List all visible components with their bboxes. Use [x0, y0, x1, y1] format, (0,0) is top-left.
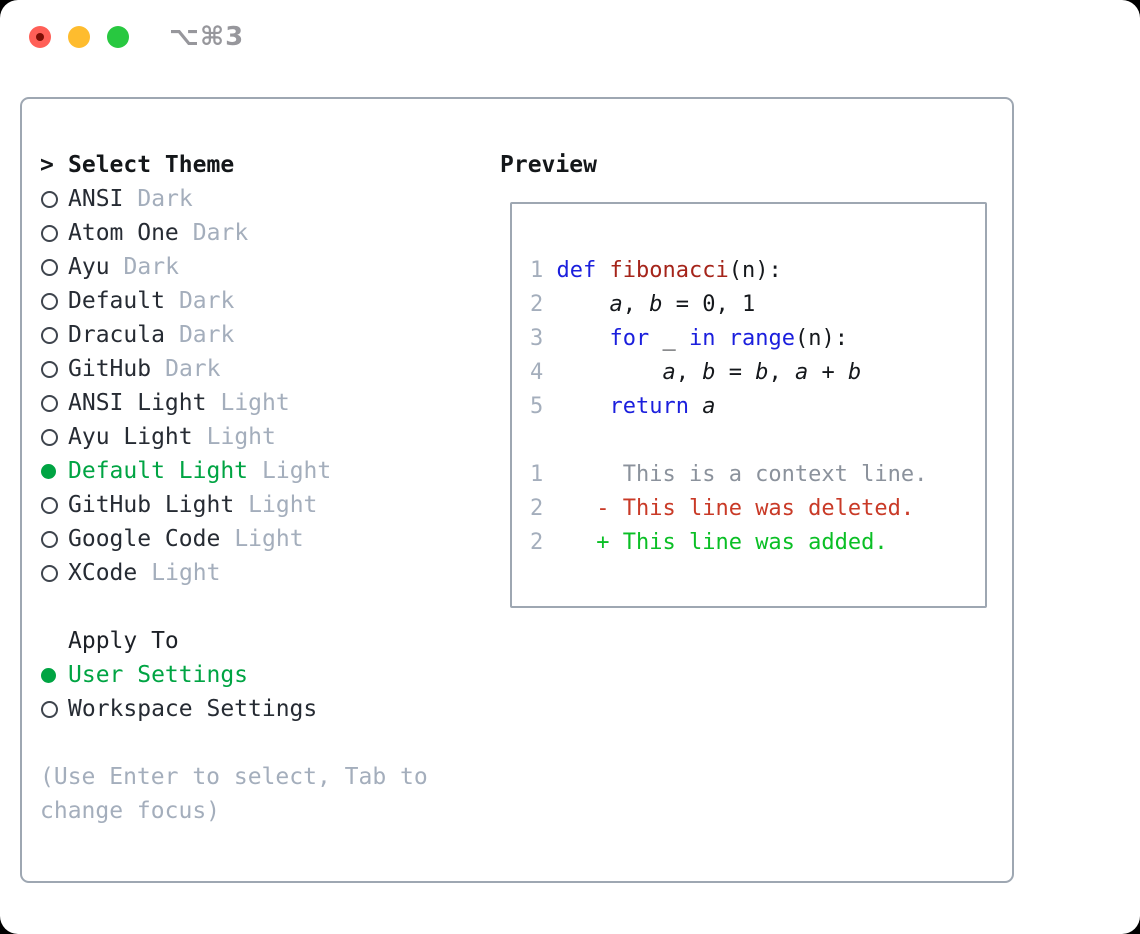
- radio-icon: [41, 326, 58, 344]
- variant-tag: Light: [206, 424, 276, 450]
- radio-icon: [41, 530, 58, 548]
- radio-icon: [41, 700, 58, 718]
- apply-to-option[interactable]: User Settings: [40, 658, 480, 692]
- theme-item[interactable]: Ayu Dark: [40, 250, 480, 284]
- line-number: 2: [530, 496, 557, 521]
- item-label: ANSI: [68, 186, 124, 212]
- diff-line: 1 This is a context line.: [530, 462, 928, 487]
- item-label: Default: [68, 288, 165, 314]
- line-number: 1: [530, 462, 557, 487]
- diff-line: 2 + This line was added.: [530, 530, 888, 555]
- variant-tag: Light: [220, 390, 290, 416]
- theme-item[interactable]: GitHub Dark: [40, 352, 480, 386]
- item-label: GitHub Light: [68, 492, 235, 518]
- radio-icon: [41, 496, 58, 514]
- radio-icon: [41, 190, 58, 208]
- item-label: Workspace Settings: [68, 696, 318, 722]
- theme-item[interactable]: XCode Light: [40, 556, 480, 590]
- line-number: 2: [530, 292, 557, 317]
- spacer: [40, 726, 480, 760]
- variant-tag: Dark: [165, 356, 221, 382]
- theme-item[interactable]: ANSI Light Light: [40, 386, 480, 420]
- item-label: Default Light: [68, 458, 249, 484]
- item-label: Dracula: [68, 322, 165, 348]
- apply-to-option[interactable]: Workspace Settings: [40, 692, 480, 726]
- radio-icon: [41, 394, 58, 412]
- maximize-button[interactable]: [107, 26, 129, 48]
- theme-item[interactable]: Google Code Light: [40, 522, 480, 556]
- radio-icon: [41, 564, 58, 582]
- theme-item[interactable]: Atom One Dark: [40, 216, 480, 250]
- variant-tag: Dark: [123, 254, 179, 280]
- item-label: Ayu: [68, 254, 110, 280]
- close-button[interactable]: [29, 26, 51, 48]
- line-number: 2: [530, 530, 557, 555]
- window-title: ⌥⌘3: [169, 22, 245, 52]
- apply-to-title: Apply To: [68, 628, 179, 654]
- diff-line: 2 - This line was deleted.: [530, 496, 915, 521]
- radio-icon: [41, 428, 58, 446]
- variant-tag: Light: [262, 458, 332, 484]
- item-label: XCode: [68, 560, 138, 586]
- variant-tag: Dark: [178, 288, 235, 314]
- item-label: Atom One: [68, 220, 179, 246]
- theme-item[interactable]: Dracula Dark: [40, 318, 480, 352]
- code-preview: 1 def fibonacci(n): 2 a, b = 0, 1 3 for _ …: [530, 254, 985, 424]
- hint-text: (Use Enter to select, Tab to change focu…: [40, 764, 428, 824]
- variant-tag: Light: [248, 492, 318, 518]
- variant-tag: Dark: [178, 322, 235, 348]
- theme-item[interactable]: GitHub Light Light: [40, 488, 480, 522]
- item-label: GitHub: [68, 356, 152, 382]
- item-label: Google Code: [68, 526, 221, 552]
- code-line: 3 for _ in range(n):: [530, 326, 848, 351]
- spacer: [40, 590, 480, 624]
- preview-title: Preview: [500, 152, 597, 178]
- variant-tag: Light: [234, 526, 304, 552]
- radio-selected-icon: [41, 667, 56, 683]
- item-label: ANSI Light: [68, 390, 207, 416]
- code-line: 2 a, b = 0, 1: [530, 292, 756, 317]
- diff-preview: 1 This is a context line. 2 - This line w…: [530, 458, 985, 560]
- preview-box: 1 def fibonacci(n): 2 a, b = 0, 1 3 for _ …: [510, 202, 987, 608]
- item-label: Ayu Light: [68, 424, 193, 450]
- theme-item[interactable]: Ayu Light Light: [40, 420, 480, 454]
- focus-arrow-icon: >: [40, 152, 54, 178]
- spacer: [530, 424, 985, 458]
- line-number: 4: [530, 360, 557, 385]
- minimize-button[interactable]: [68, 26, 90, 48]
- item-label: User Settings: [68, 662, 249, 688]
- radio-icon: [41, 224, 58, 242]
- radio-icon: [41, 258, 58, 276]
- line-number: 5: [530, 394, 557, 419]
- theme-item[interactable]: Default Light Light: [40, 454, 480, 488]
- variant-tag: Dark: [137, 186, 193, 212]
- radio-icon: [41, 292, 58, 310]
- code-line: 4 a, b = b, a + b: [530, 360, 862, 385]
- code-line: 5 return a: [530, 394, 716, 419]
- variant-tag: Dark: [192, 220, 249, 246]
- line-number: 1: [530, 258, 557, 283]
- radio-icon: [41, 360, 58, 378]
- titlebar: ⌥⌘3: [29, 22, 245, 52]
- select-theme-header: > Select Theme: [40, 148, 480, 182]
- code-line: 1 def fibonacci(n):: [530, 258, 782, 283]
- line-number: 3: [530, 326, 557, 351]
- radio-selected-icon: [41, 463, 56, 479]
- select-theme-title: Select Theme: [68, 152, 235, 178]
- theme-item[interactable]: Default Dark: [40, 284, 480, 318]
- theme-item[interactable]: ANSI Dark: [40, 182, 480, 216]
- apply-to-header: Apply To: [40, 624, 480, 658]
- variant-tag: Light: [151, 560, 221, 586]
